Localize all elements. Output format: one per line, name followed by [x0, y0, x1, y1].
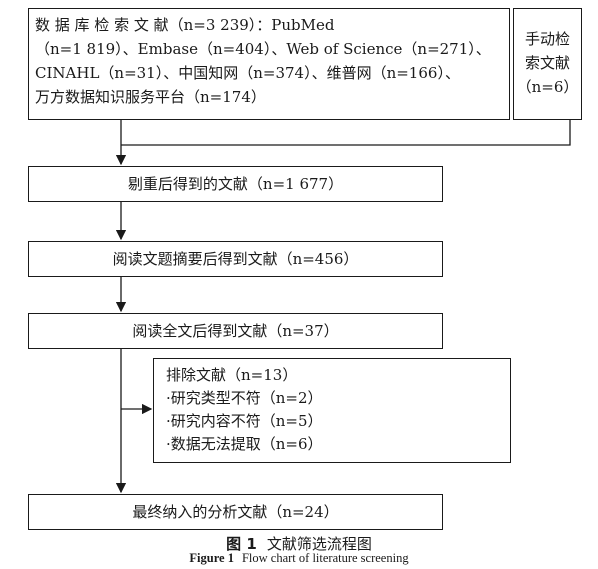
figure-label-cn: 图 1: [226, 535, 257, 553]
exclusion-box: 排除文献（n=13） ·研究类型不符（n=2） ·研究内容不符（n=5） ·数据…: [153, 358, 511, 463]
exclusion-item: ·数据无法提取（n=6）: [166, 435, 323, 453]
figure-caption-cn: 图 1 文献筛选流程图: [0, 533, 598, 554]
dedup-text: 剔重后得到的文献（n=1 677）: [127, 175, 344, 193]
db-line-3: CINAHL（n=31）、中国知网（n=374）、维普网（n=166）、: [35, 64, 460, 82]
fulltext-screen-box: 阅读全文后得到文献（n=37）: [28, 313, 443, 349]
figure-caption-en: Figure 1 Flow chart of literature screeni…: [0, 551, 598, 566]
figure-title-cn: 文献筛选流程图: [266, 535, 372, 553]
manual-line-1: 手动检: [524, 30, 570, 48]
final-included-text: 最终纳入的分析文献（n=24）: [132, 503, 339, 521]
exclusion-item: ·研究内容不符（n=5）: [166, 412, 323, 430]
abstract-screen-text: 阅读文题摘要后得到文献（n=456）: [112, 250, 359, 268]
figure-title-en: Flow chart of literature screening: [241, 551, 409, 565]
db-line-4: 万方数据知识服务平台（n=174）: [35, 88, 266, 106]
manual-search-box: 手动检 索文献 （n=6）: [513, 8, 582, 120]
db-line-1: 数 据 库 检 索 文 献（n=3 239）：PubMed: [35, 13, 503, 37]
manual-line-2: 索文献: [524, 54, 570, 72]
manual-to-merge-line: [121, 120, 571, 146]
db-line-2: （n=1 819）、Embase（n=404）、Web of Science（n…: [35, 40, 491, 58]
abstract-screen-box: 阅读文题摘要后得到文献（n=456）: [28, 241, 443, 277]
exclusion-title: 排除文献（n=13）: [166, 366, 298, 384]
figure-label-en: Figure 1: [189, 551, 234, 565]
dedup-box: 剔重后得到的文献（n=1 677）: [28, 166, 443, 202]
fulltext-screen-text: 阅读全文后得到文献（n=37）: [132, 322, 339, 340]
exclusion-item: ·研究类型不符（n=2）: [166, 389, 323, 407]
db-line-1-text: 数 据 库 检 索 文 献（n=3 239）：PubMed: [35, 16, 335, 34]
database-search-box: 数 据 库 检 索 文 献（n=3 239）：PubMed （n=1 819）、…: [28, 8, 510, 120]
manual-line-3: （n=6）: [516, 78, 579, 96]
final-included-box: 最终纳入的分析文献（n=24）: [28, 494, 443, 530]
